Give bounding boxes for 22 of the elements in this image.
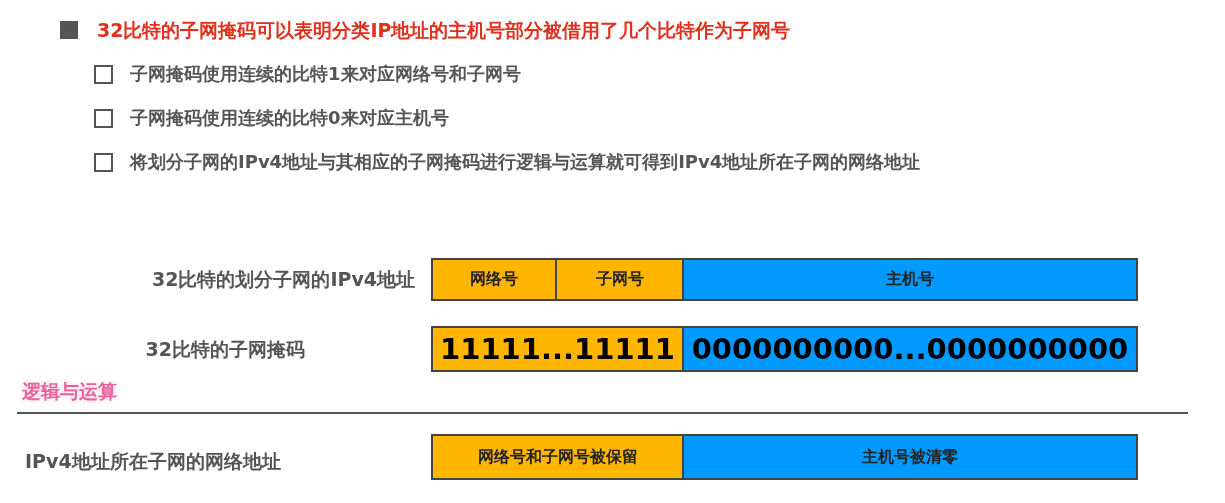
bullet-text: 将划分子网的IPv4地址与其相应的子网掩码进行逻辑与运算就可得到IPv4地址所在子网的网络地址 <box>130 150 921 174</box>
cleared-field <box>682 434 1138 480</box>
bullet-text: 子网掩码使用连续的比特0来对应主机号 <box>130 106 449 130</box>
heading-text: 32比特的子网掩码可以表明分类IP地址的主机号部分被借用了几个比特作为子网号 <box>97 18 791 43</box>
row-label: 32比特的子网掩码 <box>145 337 305 362</box>
field-text: 主机号 <box>886 269 934 290</box>
row-label: 32比特的划分子网的IPv4地址 <box>151 267 415 292</box>
field-text: 网络号 <box>470 269 518 290</box>
mask-zeros-field <box>682 326 1138 372</box>
network-field <box>431 258 557 301</box>
field-text: 0000000000...0000000000 <box>691 332 1129 366</box>
bullet-text: 子网掩码使用连续的比特1来对应网络号和子网号 <box>130 62 521 86</box>
kept-field <box>431 434 684 480</box>
row-label: IPv4地址所在子网的网络地址 <box>25 449 281 474</box>
mask-ones-field <box>431 326 684 372</box>
field-text: 子网号 <box>595 269 644 290</box>
operation-label: 逻辑与运算 <box>22 379 117 404</box>
field-text: 主机号被清零 <box>862 446 958 468</box>
subnet-field <box>555 258 684 301</box>
host-field <box>682 258 1138 301</box>
field-text: 网络号和子网号被保留 <box>477 446 638 468</box>
field-text: 11111...11111 <box>440 332 675 366</box>
